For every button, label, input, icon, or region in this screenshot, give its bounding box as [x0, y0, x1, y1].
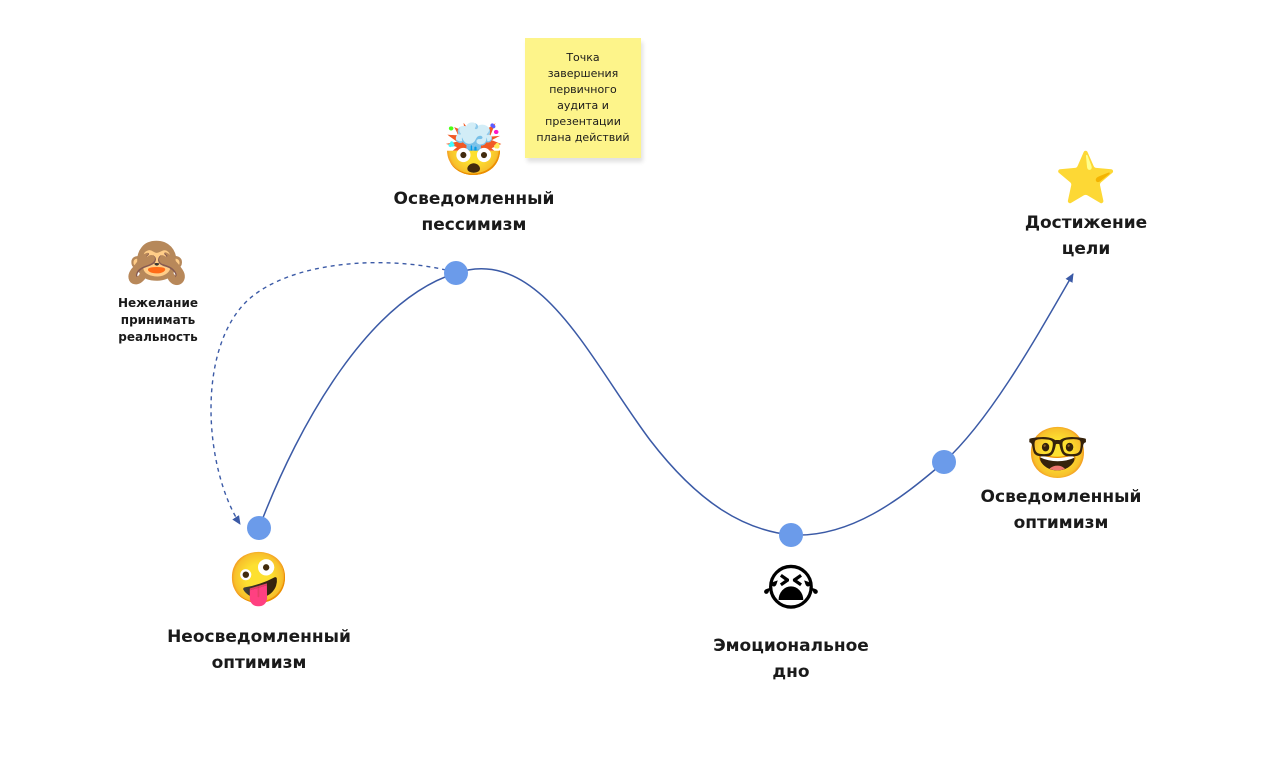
sticky-note[interactable]: Точка завершения первичного аудита и пре…	[525, 38, 641, 158]
node-informed-optimism[interactable]	[932, 450, 956, 474]
sticky-note-line: первичного	[549, 83, 617, 96]
denial-dashed-arrow	[210, 261, 447, 525]
sticky-note-line: завершения	[547, 67, 619, 80]
zany-face-icon: 🤪	[227, 549, 291, 607]
star-icon: ⭐	[1054, 149, 1118, 207]
sticky-note-line: плана действий	[536, 131, 630, 144]
denial-label: Нежелание принимать реальность	[118, 296, 198, 344]
change-curve	[258, 267, 1074, 536]
stage-label-informed-pessimism: Осведомленный пессимизм	[393, 189, 555, 235]
stage-label-goal-achievement: Достижение цели	[1024, 213, 1148, 259]
sticky-note-line: Точка	[566, 51, 600, 64]
node-informed-pessimism[interactable]	[444, 261, 468, 285]
nerd-face-icon: 🤓	[1026, 424, 1090, 482]
stage-label-informed-optimism: Осведомленный оптимизм	[980, 487, 1142, 533]
sticky-note-line: презентации	[545, 115, 621, 128]
node-uninformed-optimism[interactable]	[247, 516, 271, 540]
sticky-note-line: аудита и	[557, 99, 609, 112]
see-no-evil-monkey-icon: 🙈	[125, 233, 189, 291]
stage-label-uninformed-optimism: Неосведомленный оптимизм	[167, 627, 351, 673]
loudly-crying-face-icon: 😭	[761, 559, 821, 617]
exploding-head-icon: 🤯	[442, 121, 506, 179]
stage-label-emotional-bottom: Эмоциональное дно	[713, 636, 869, 682]
node-emotional-bottom[interactable]	[779, 523, 803, 547]
